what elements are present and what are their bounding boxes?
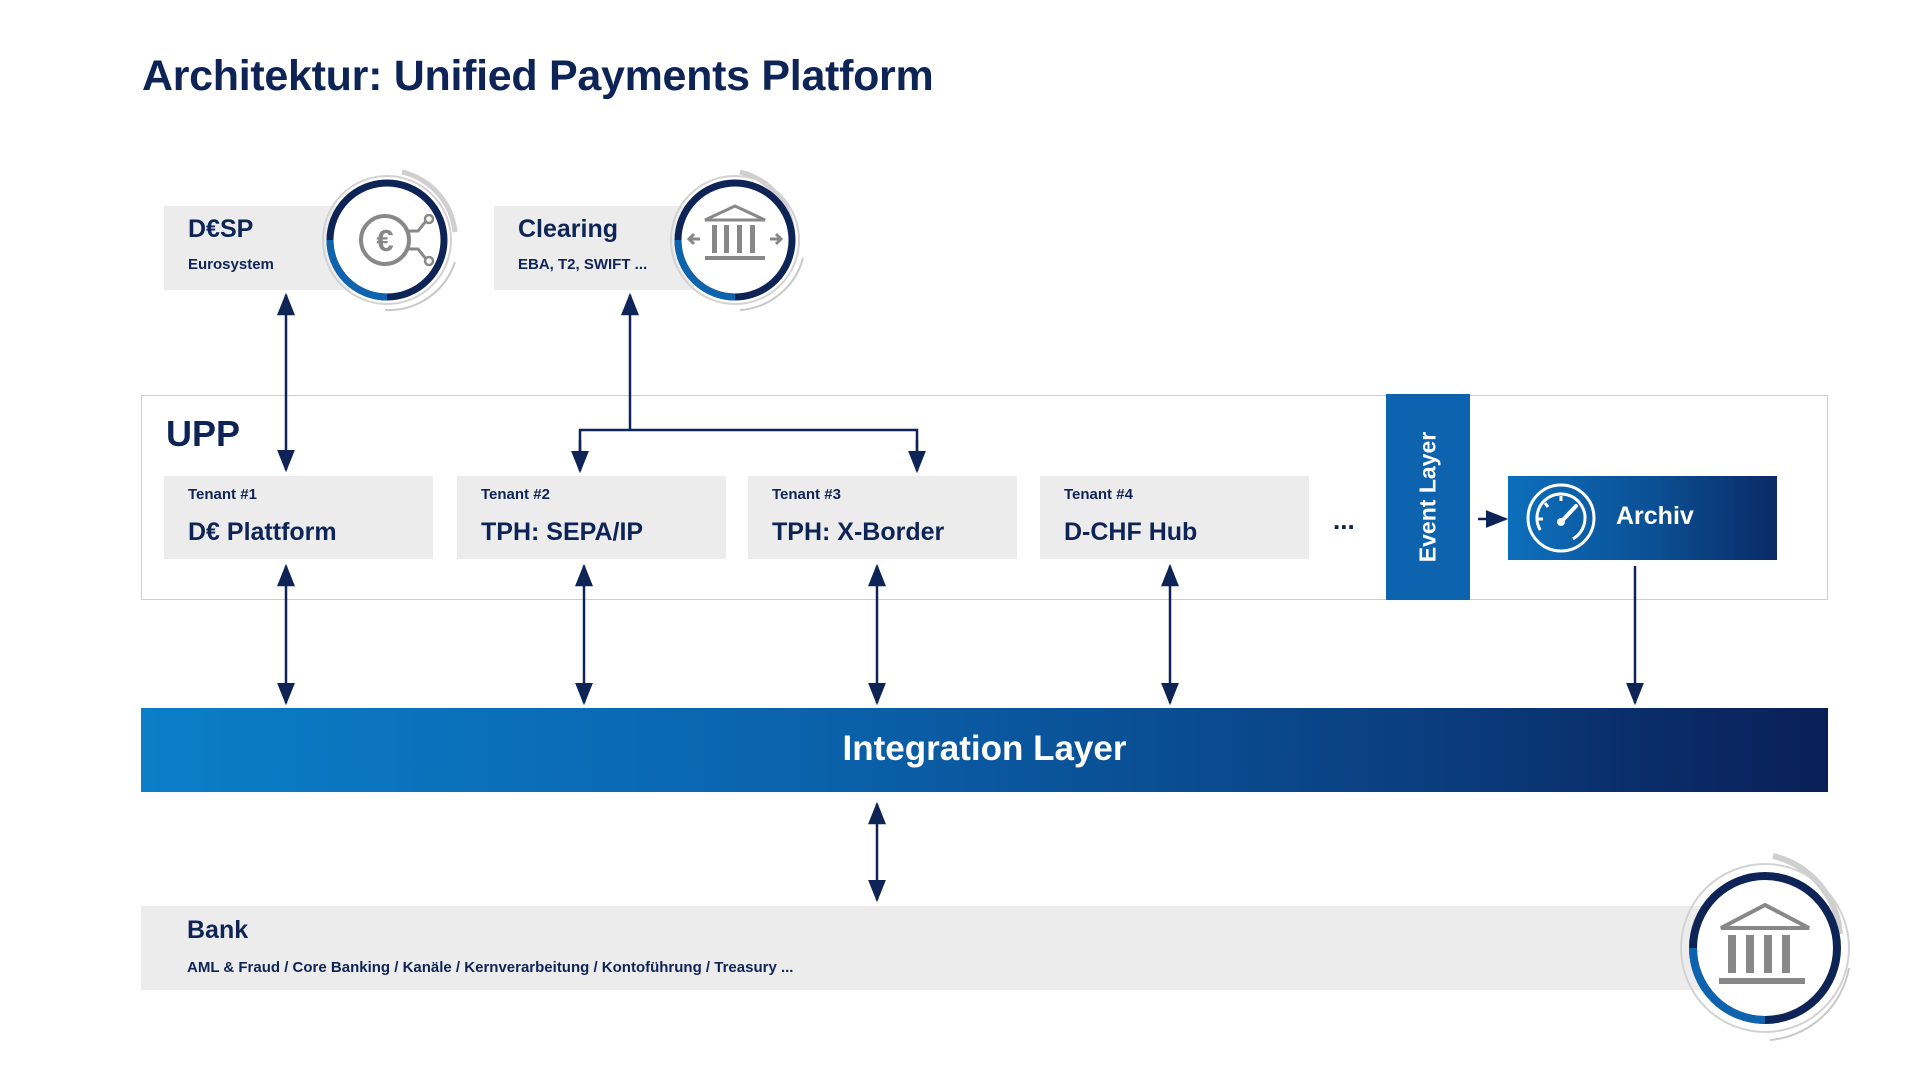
connector-clearing-branch [578,428,919,470]
euro-network-icon: € [322,169,458,312]
bank-exchange-icon [670,169,804,311]
tenant-4: Tenant #4 D-CHF Hub [1040,476,1309,559]
tenant-number: Tenant #1 [188,486,257,503]
tenant-number: Tenant #2 [481,486,550,503]
more-tenants-ellipsis: ... [1333,505,1355,535]
integration-layer: Integration Layer [141,708,1828,792]
tenant-name: D€ Plattform [188,518,337,546]
clearing-title: Clearing [518,215,619,243]
tenant-2: Tenant #2 TPH: SEPA/IP [457,476,726,559]
tenant-number: Tenant #4 [1064,486,1133,503]
desp-subtitle: Eurosystem [188,256,274,273]
upp-label: UPP [166,413,241,454]
tenant-1: Tenant #1 D€ Plattform [164,476,433,559]
gauge-icon [1525,482,1597,554]
bank-icon [1680,853,1850,1041]
clearing-subtitle: EBA, T2, SWIFT ... [518,256,648,273]
event-layer: Event Layer [1386,394,1470,600]
desp-title: D€SP [188,215,254,243]
bank-subtitle: AML & Fraud / Core Banking / Kanäle / Ke… [187,959,794,976]
bank-title: Bank [187,916,249,944]
page-title: Architektur: Unified Payments Platform [142,52,934,100]
integration-layer-label: Integration Layer [842,729,1127,768]
clearing-box: Clearing EBA, T2, SWIFT ... [494,206,694,290]
archiv-box: Archiv [1508,476,1777,560]
svg-text:€: € [376,223,393,258]
tenant-number: Tenant #3 [772,486,841,503]
tenant-name: D-CHF Hub [1064,518,1198,546]
tenant-3: Tenant #3 TPH: X-Border [748,476,1017,559]
tenant-name: TPH: SEPA/IP [481,518,644,546]
bank-box: Bank AML & Fraud / Core Banking / Kanäle… [141,906,1701,990]
tenant-name: TPH: X-Border [772,518,945,546]
archiv-label: Archiv [1616,502,1694,530]
